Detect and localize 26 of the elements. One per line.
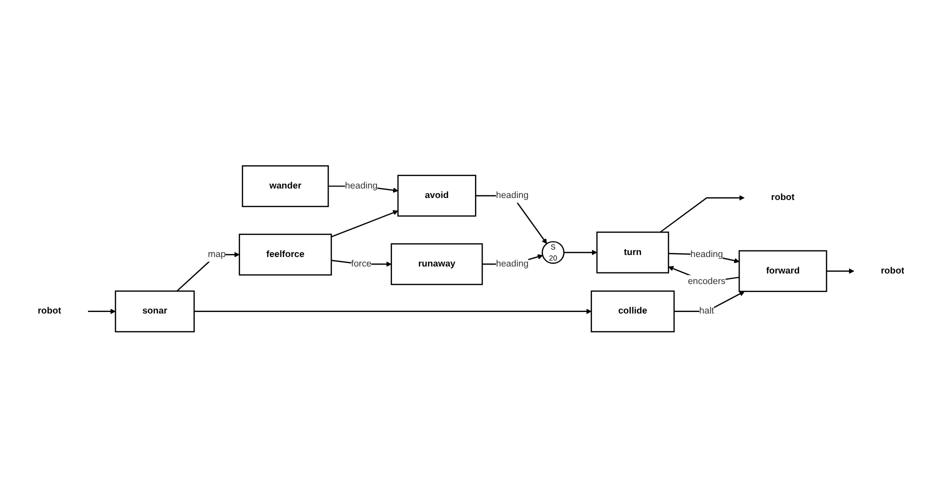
node-box: runaway: [390, 242, 483, 285]
node-box: collide: [590, 290, 675, 332]
edge-label: heading: [690, 248, 723, 260]
node-text: robot: [771, 192, 795, 202]
arrow: [564, 250, 598, 255]
node-box: turn: [596, 231, 670, 274]
edge-label: encoders: [688, 276, 726, 286]
node-box: sonar: [114, 290, 195, 332]
node-box: wander: [242, 164, 329, 207]
edge-label: heading: [496, 190, 529, 200]
edge-label: heading: [345, 180, 378, 191]
arrow: [194, 308, 592, 314]
node-text: robot: [38, 305, 62, 316]
arrow: [176, 252, 240, 292]
node-text: robot: [880, 265, 904, 276]
arrow: [826, 268, 854, 274]
node-box: feelforce: [238, 233, 332, 276]
arrow: [331, 210, 398, 238]
edge-label: heading: [496, 258, 529, 269]
edge-label: map: [208, 248, 226, 260]
edge-label: force: [351, 258, 372, 269]
node-box: avoid: [397, 174, 476, 216]
node-box: forward: [738, 250, 828, 292]
arrow: [660, 194, 745, 232]
arrow: [88, 308, 116, 314]
edge-label: halt: [699, 305, 714, 316]
